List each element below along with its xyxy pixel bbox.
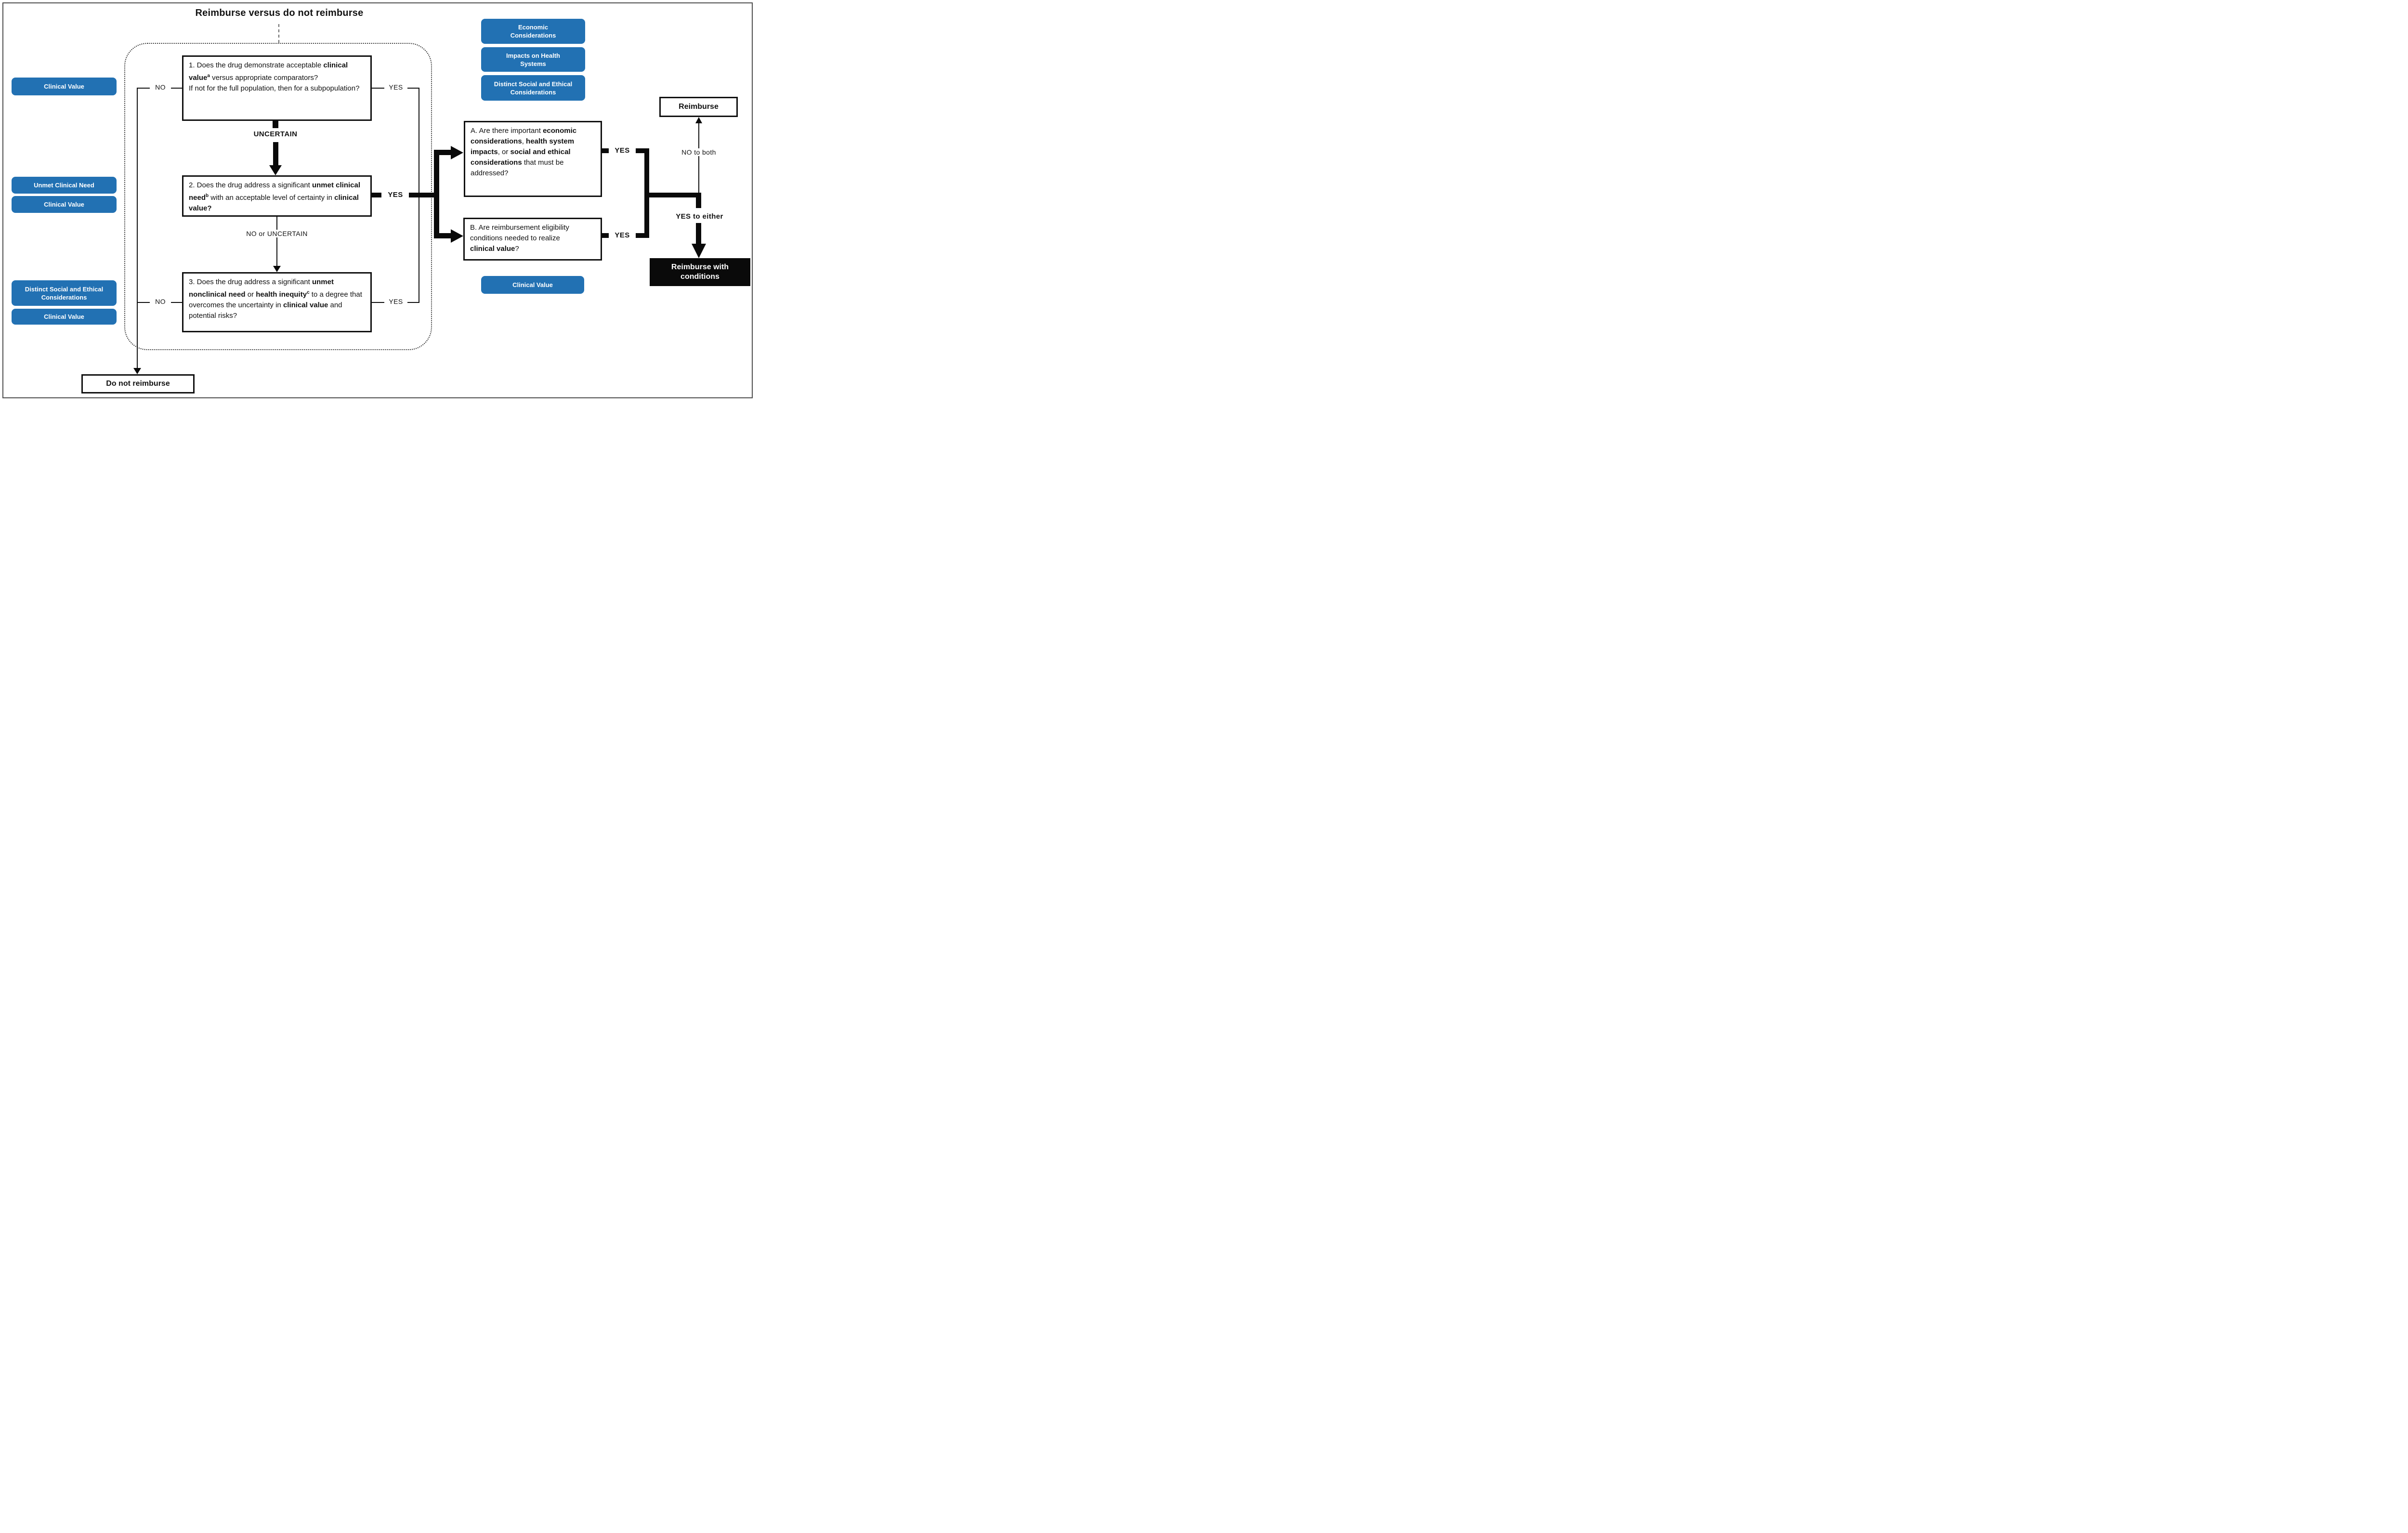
bracket-bottom-stub [636, 233, 649, 238]
side-label-clinical-value-1: Clinical Value [12, 78, 117, 95]
q2-yes-dash [372, 193, 381, 197]
do-not-reimburse-line [137, 88, 138, 368]
no-or-uncertain-arrowhead-down-icon [273, 266, 281, 272]
side-label-distinct-social-ethical-right: Distinct Social and Ethical Consideratio… [481, 75, 585, 101]
b-yes-dash [602, 233, 609, 238]
branch-to-b-line [439, 233, 451, 238]
question-1-box: 1. Does the drug demonstrate acceptable … [182, 55, 372, 121]
title-connector-dashed-line [278, 24, 279, 43]
flowchart-canvas: Reimburse versus do not reimburse Clinic… [0, 0, 755, 401]
branch-to-b-arrowhead-right-icon [451, 229, 463, 243]
yes-to-either-arrow-shaft [696, 223, 701, 244]
merge-out-line [649, 193, 701, 197]
branch-to-a-line [439, 150, 451, 155]
bracket-top-stub [636, 148, 649, 153]
uncertain-arrowhead-down-icon [269, 165, 282, 175]
no-to-both-label: NO to both [667, 148, 731, 156]
question-a-box: A. Are there important economic consider… [464, 121, 602, 197]
uncertain-flow-stub [273, 121, 278, 128]
no-to-both-arrowhead-up-icon [695, 117, 702, 123]
b-yes-label: YES [615, 231, 630, 239]
side-label-clinical-value-4: Clinical Value [481, 276, 584, 294]
figure-title: Reimburse versus do not reimburse [195, 8, 364, 18]
merge-bracket-bar [644, 148, 649, 238]
side-label-clinical-value-2: Clinical Value [12, 196, 117, 213]
question-2-box: 2. Does the drug address a significant u… [182, 175, 372, 217]
reimburse-box: Reimburse [659, 97, 738, 117]
side-label-clinical-value-3: Clinical Value [12, 309, 117, 325]
question-3-box: 3. Does the drug address a significant u… [182, 272, 372, 332]
q2-yes-line [409, 193, 439, 197]
side-label-impacts-on-health-systems: Impacts on Health Systems [481, 47, 585, 72]
yes-to-either-arrowhead-down-icon [692, 244, 706, 258]
side-label-unmet-clinical-need: Unmet Clinical Need [12, 177, 117, 194]
a-yes-label: YES [615, 146, 630, 155]
q1-no-label: NO [150, 83, 171, 91]
q2-yes-label: YES [388, 191, 403, 199]
no-or-uncertain-label: NO or UNCERTAIN [231, 230, 323, 237]
no-to-both-line [698, 123, 699, 193]
a-yes-dash [602, 148, 609, 153]
split-bracket-bar [434, 150, 439, 238]
q3-no-label: NO [150, 298, 171, 305]
q1-yes-label: YES [384, 83, 407, 91]
yes-to-either-label: YES to either [676, 212, 723, 221]
reimburse-with-conditions-box: Reimburse with conditions [650, 258, 750, 286]
yes-to-either-stub [696, 197, 701, 208]
side-label-economic-considerations: Economic Considerations [481, 19, 585, 44]
uncertain-label: UNCERTAIN [237, 130, 314, 138]
do-not-reimburse-arrowhead-down-icon [133, 368, 141, 374]
do-not-reimburse-box: Do not reimburse [81, 374, 195, 393]
side-label-distinct-social-ethical-left: Distinct Social and Ethical Consideratio… [12, 280, 117, 306]
question-b-box: B. Are reimbursement eligibility conditi… [463, 218, 602, 261]
no-or-uncertain-line [276, 217, 277, 266]
uncertain-arrow-shaft [273, 142, 278, 165]
q3-yes-label: YES [384, 298, 407, 305]
branch-to-a-arrowhead-right-icon [451, 146, 463, 159]
